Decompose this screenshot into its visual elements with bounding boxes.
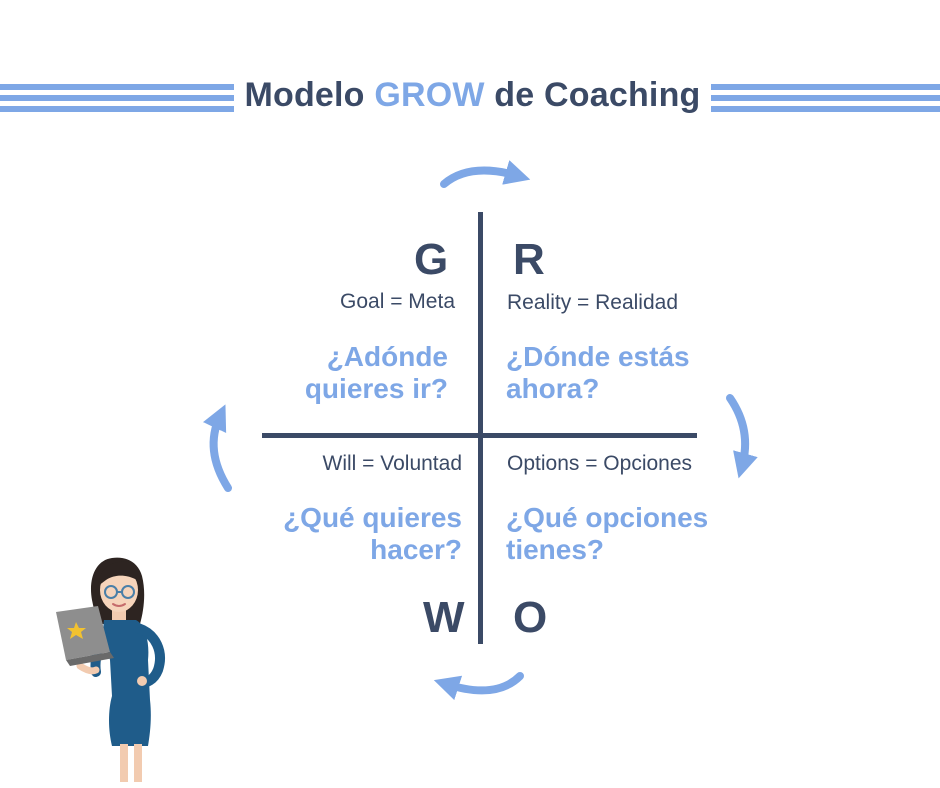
title-stripes-left xyxy=(0,84,234,112)
question-will-line1: ¿Qué quieres xyxy=(283,502,462,533)
question-reality-line1: ¿Dónde estás xyxy=(506,341,690,372)
label-goal: Goal = Meta xyxy=(340,290,455,313)
horizontal-axis xyxy=(262,433,697,438)
title-stripes-right xyxy=(711,84,940,112)
title-accent: GROW xyxy=(374,76,485,114)
question-will-line2: hacer? xyxy=(370,534,462,565)
question-goal-line2: quieres ir? xyxy=(304,373,448,404)
title-suffix: de Coaching xyxy=(484,76,701,114)
question-reality-line2: ahora? xyxy=(506,373,600,404)
question-options-line2: tienes? xyxy=(506,534,605,565)
curved-arrow-icon-right xyxy=(726,394,758,479)
question-options: ¿Qué opciones tienes? xyxy=(506,502,708,566)
title-prefix: Modelo xyxy=(244,76,375,114)
vertical-axis xyxy=(478,212,483,644)
label-will: Will = Voluntad xyxy=(322,452,463,475)
curved-arrow-icon-bottom xyxy=(433,672,524,701)
label-options: Options = Opciones xyxy=(507,452,693,475)
curved-arrow-icon-top xyxy=(440,160,531,188)
letter-r: R xyxy=(513,235,545,284)
letter-g: G xyxy=(414,235,449,284)
letter-o: O xyxy=(513,593,548,642)
woman-with-laptop-illustration xyxy=(56,557,165,782)
curved-arrow-icon-left xyxy=(202,404,232,492)
page-title: Modelo GROW de Coaching xyxy=(234,76,711,115)
question-goal-line1: ¿Adónde xyxy=(326,341,448,372)
question-goal: ¿Adónde quieres ir? xyxy=(250,341,448,405)
letter-w: W xyxy=(423,593,465,642)
question-reality: ¿Dónde estás ahora? xyxy=(506,341,690,405)
question-will: ¿Qué quieres hacer? xyxy=(250,502,462,566)
label-reality: Reality = Realidad xyxy=(507,291,679,314)
question-options-line1: ¿Qué opciones xyxy=(506,502,709,533)
